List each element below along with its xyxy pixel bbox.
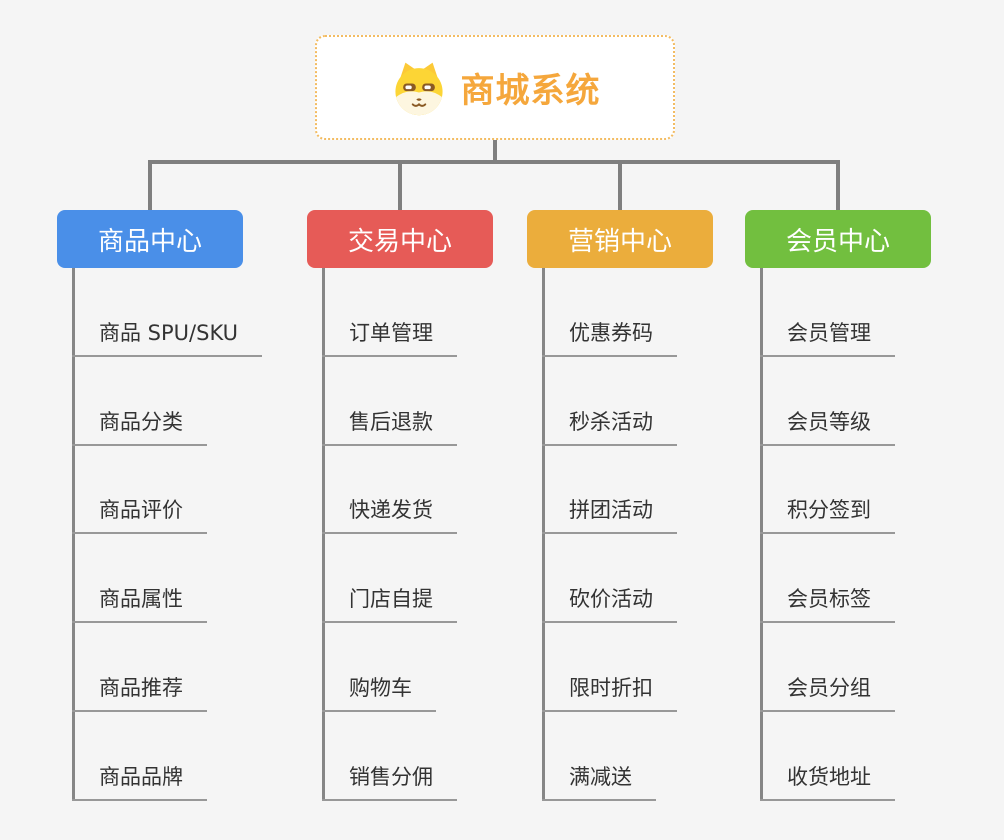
child-node[interactable]: 购物车 (322, 623, 457, 713)
child-node-label: 商品品牌 (72, 761, 207, 801)
child-node-label: 限时折扣 (542, 672, 677, 713)
child-node[interactable]: 商品分类 (72, 357, 262, 446)
child-node-label: 售后退款 (322, 406, 457, 446)
child-node-label: 快递发货 (322, 494, 457, 535)
child-node-label: 满减送 (542, 761, 656, 801)
child-node[interactable]: 拼团活动 (542, 446, 677, 535)
child-node[interactable]: 优惠券码 (542, 268, 677, 357)
child-node[interactable]: 商品 SPU/SKU (72, 268, 263, 357)
child-node[interactable]: 会员等级 (760, 357, 895, 446)
child-node-label: 会员分组 (760, 672, 895, 713)
child-node-label: 商品分类 (72, 406, 207, 446)
child-node[interactable]: 商品品牌 (72, 712, 262, 801)
child-node[interactable]: 快递发货 (322, 446, 457, 535)
child-node[interactable]: 砍价活动 (542, 534, 677, 624)
child-node[interactable]: 门店自提 (322, 534, 457, 624)
child-column-trade: 订单管理 售后退款 快递发货 门店自提 购物车 销售分佣 (322, 268, 457, 801)
child-node-label: 收货地址 (760, 761, 895, 801)
child-node-label: 订单管理 (322, 317, 457, 357)
child-node[interactable]: 销售分佣 (322, 712, 457, 801)
root-title: 商城系统 (460, 71, 601, 111)
child-node[interactable]: 会员分组 (760, 623, 895, 713)
child-node[interactable]: 积分签到 (760, 446, 895, 535)
child-node-label: 积分签到 (760, 494, 895, 535)
connector-root-stub (493, 140, 497, 162)
branch-node-product-center[interactable]: 商品中心 (57, 210, 243, 268)
child-node-label: 会员等级 (760, 406, 895, 446)
child-node[interactable]: 商品推荐 (72, 623, 262, 713)
child-node-label: 商品推荐 (72, 672, 207, 713)
child-node-label: 砍价活动 (542, 583, 677, 624)
child-node[interactable]: 会员管理 (760, 268, 895, 357)
child-node-label: 秒杀活动 (542, 406, 677, 446)
child-node[interactable]: 订单管理 (322, 268, 457, 357)
child-node-label: 优惠券码 (542, 317, 677, 357)
child-node[interactable]: 收货地址 (760, 712, 895, 801)
dog-face-icon (394, 62, 443, 115)
child-column-marketing: 优惠券码 秒杀活动 拼团活动 砍价活动 限时折扣 满减送 (542, 268, 677, 801)
root-node-mall-system[interactable]: 商城系统 (315, 35, 675, 140)
child-node[interactable]: 限时折扣 (542, 623, 677, 713)
child-node[interactable]: 商品属性 (72, 534, 262, 624)
child-node-label: 商品评价 (72, 494, 207, 535)
child-node-label: 销售分佣 (322, 761, 457, 801)
child-node[interactable]: 满减送 (542, 712, 677, 801)
child-node-label: 商品 SPU/SKU (72, 317, 263, 357)
child-node[interactable]: 秒杀活动 (542, 357, 677, 446)
child-node[interactable]: 商品评价 (72, 446, 262, 535)
child-node-label: 会员标签 (760, 583, 895, 624)
connector-drop-trade (398, 160, 402, 210)
branch-node-member-center[interactable]: 会员中心 (745, 210, 931, 268)
child-node-label: 购物车 (322, 672, 436, 713)
child-node[interactable]: 售后退款 (322, 357, 457, 446)
connector-horizontal-bar (148, 160, 840, 164)
branch-node-trade-center[interactable]: 交易中心 (307, 210, 493, 268)
child-node-label: 门店自提 (322, 583, 457, 624)
connector-drop-member (836, 160, 840, 210)
child-column-member: 会员管理 会员等级 积分签到 会员标签 会员分组 收货地址 (760, 268, 895, 801)
branch-node-marketing-center[interactable]: 营销中心 (527, 210, 713, 268)
child-node[interactable]: 会员标签 (760, 534, 895, 624)
connector-drop-marketing (618, 160, 622, 210)
child-column-product: 商品 SPU/SKU 商品分类 商品评价 商品属性 商品推荐 商品品牌 (72, 268, 263, 801)
connector-drop-product (148, 160, 152, 210)
child-node-label: 会员管理 (760, 317, 895, 357)
child-node-label: 商品属性 (72, 583, 207, 624)
child-node-label: 拼团活动 (542, 494, 677, 535)
